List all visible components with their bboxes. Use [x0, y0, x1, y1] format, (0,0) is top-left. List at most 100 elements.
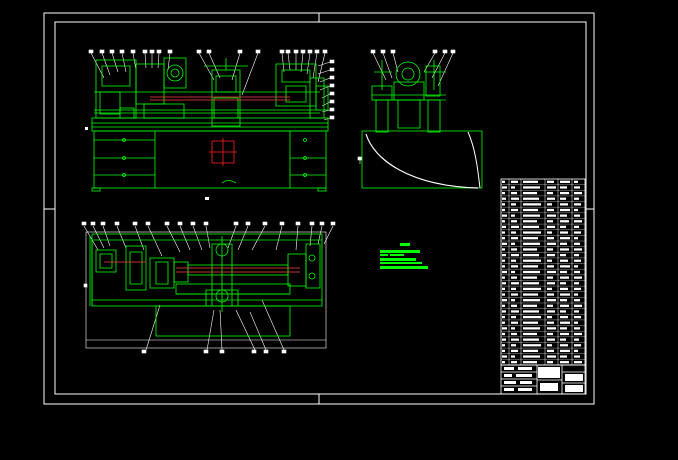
- parts-list-cell-text: [511, 186, 515, 189]
- parts-list-cell-text: [574, 355, 580, 358]
- parts-list-cell-text: [547, 310, 555, 313]
- parts-list-cell-text: [560, 208, 570, 212]
- parts-list-cell-text: [523, 248, 537, 251]
- parts-list-cell-text: [502, 248, 505, 251]
- parts-list-cell-text: [511, 332, 517, 336]
- parts-list-cell-text: [511, 293, 518, 296]
- plan-view-callouts: [81, 221, 336, 354]
- parts-list-table: [500, 178, 586, 366]
- parts-list-cell-text: [523, 299, 540, 302]
- parts-list-cell-text: [523, 203, 541, 206]
- parts-list-cell-text: [547, 225, 555, 229]
- title-block: [500, 364, 586, 395]
- parts-list-cell-text: [502, 293, 505, 296]
- parts-list-cell-text: [523, 197, 539, 200]
- parts-list-cell-text: [511, 276, 517, 279]
- parts-list-cell-text: [547, 315, 552, 319]
- side-base: [361, 130, 483, 189]
- parts-list-cell-text: [574, 214, 580, 217]
- parts-list-cell-text: [560, 332, 569, 336]
- parts-list-cell-text: [560, 253, 566, 257]
- tailstock: [275, 63, 317, 107]
- parts-list-cell-text: [547, 265, 554, 268]
- parts-list-cell-text: [574, 293, 578, 296]
- parts-list-cell-text: [502, 349, 505, 353]
- parts-list-cell-text: [523, 282, 539, 285]
- plan-spindle-highlight: [104, 261, 300, 273]
- parts-list-cell-text: [547, 332, 553, 336]
- bed-rails: [91, 117, 329, 132]
- parts-list-cell-text: [511, 349, 518, 353]
- parts-list-cell-text: [560, 344, 568, 347]
- parts-list-cell-text: [547, 276, 553, 279]
- parts-list-cell-text: [560, 186, 567, 189]
- parts-list-cell-text: [502, 253, 506, 257]
- parts-list-cell-text: [511, 265, 518, 268]
- parts-list-cell-text: [523, 259, 541, 262]
- parts-list-cell-text: [560, 220, 569, 223]
- plan-bed: [91, 233, 323, 307]
- parts-list-cell-text: [502, 304, 505, 307]
- parts-list-cell-text: [560, 338, 566, 341]
- parts-list-cell-text: [523, 327, 540, 330]
- parts-list-cell-text: [502, 191, 505, 195]
- spindle-highlight: [150, 96, 290, 101]
- parts-list-cell-text: [511, 344, 516, 347]
- parts-list-cell-text: [574, 321, 578, 324]
- parts-list-cell-text: [523, 270, 540, 274]
- parts-list-cell-text: [574, 259, 581, 262]
- parts-list-cell-text: [523, 349, 538, 353]
- parts-list-cell-text: [574, 265, 578, 268]
- parts-list-cell-text: [547, 327, 556, 330]
- parts-list-cell-text: [574, 315, 581, 319]
- parts-list-cell-text: [560, 321, 570, 324]
- inner-border: [54, 21, 587, 395]
- parts-list-cell-text: [523, 332, 537, 336]
- parts-list-cell-text: [511, 321, 518, 324]
- parts-list-cell-text: [502, 237, 505, 240]
- parts-list-cell-text: [502, 180, 505, 183]
- parts-list-cell-text: [511, 225, 519, 229]
- parts-list-cell-text: [574, 338, 579, 341]
- parts-list-cell-text: [560, 310, 566, 313]
- parts-list-cell-text: [560, 327, 567, 330]
- base-center-marker: [209, 138, 237, 166]
- parts-list-cell-text: [511, 208, 518, 212]
- parts-list-cell-text: [574, 253, 579, 257]
- parts-list-cell-text: [547, 299, 556, 302]
- parts-list-cell-text: [502, 270, 507, 274]
- parts-list-cell-text: [511, 327, 515, 330]
- parts-list-cell-text: [523, 310, 539, 313]
- parts-list-cell-text: [574, 248, 582, 251]
- parts-list-cell-text: [560, 293, 570, 296]
- parts-list-cell-text: [502, 332, 505, 336]
- parts-list-cell-text: [574, 208, 578, 212]
- parts-list-cell-text: [502, 361, 505, 364]
- notes-line-2: [380, 258, 416, 261]
- parts-list-cell-text: [547, 361, 553, 364]
- parts-list-cell-text: [523, 225, 539, 229]
- parts-list-cell-text: [511, 282, 519, 285]
- parts-list-cell-text: [547, 242, 556, 245]
- parts-list-cell-text: [560, 248, 569, 251]
- parts-list-cell-text: [523, 253, 539, 257]
- parts-list-cell-text: [523, 180, 538, 183]
- parts-list-cell-text: [502, 315, 505, 319]
- parts-list-cell-text: [547, 203, 552, 206]
- parts-list-cell-text: [547, 253, 555, 257]
- drawing-frame: [43, 12, 595, 405]
- parts-list-cell-text: [560, 180, 570, 183]
- title-block-text: [504, 367, 583, 392]
- parts-list-cell-text: [574, 327, 580, 330]
- parts-list-cell-text: [574, 197, 579, 200]
- parts-list-cell-text: [511, 310, 519, 313]
- parts-list-cell-text: [547, 214, 556, 217]
- parts-list-cell-text: [511, 180, 518, 183]
- parts-list-cell-text: [547, 237, 554, 240]
- parts-list-cell-text: [547, 287, 552, 291]
- parts-list-cell-text: [547, 186, 556, 189]
- parts-list-cell-text: [502, 220, 505, 223]
- parts-list-cell-text: [502, 276, 505, 279]
- front-view-geometry: [91, 57, 329, 192]
